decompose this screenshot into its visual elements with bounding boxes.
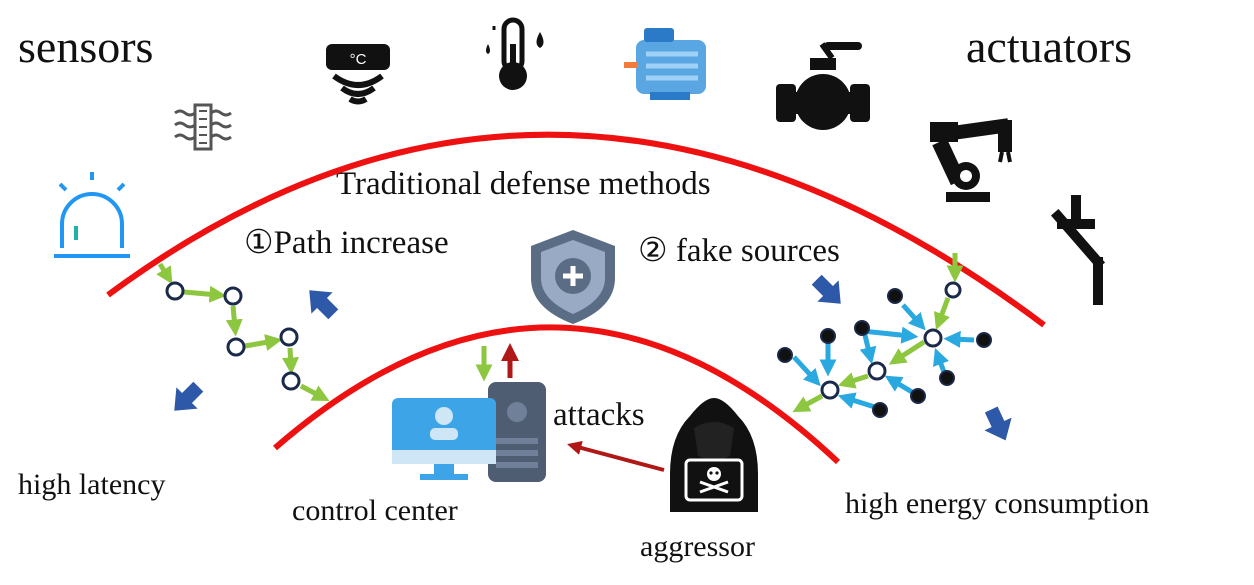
temperature-sensor-icon: °C bbox=[326, 44, 390, 105]
attack-arrow bbox=[567, 440, 665, 472]
switch-icon bbox=[1050, 195, 1106, 305]
shield-icon bbox=[531, 230, 615, 324]
computer-icon bbox=[392, 382, 546, 482]
fake-source-blue-arrows bbox=[792, 303, 975, 411]
robot-arm-icon bbox=[930, 118, 1012, 202]
sensors-label: sensors bbox=[18, 21, 153, 72]
path-increase-route bbox=[156, 262, 330, 401]
down-arrows bbox=[174, 274, 1012, 441]
control-center-label: control center bbox=[292, 494, 458, 527]
relay-nodes bbox=[820, 281, 962, 400]
traditional-defense-label: Traditional defense methods bbox=[336, 166, 711, 202]
path-nodes bbox=[165, 281, 301, 391]
fake-source-nodes bbox=[777, 288, 992, 418]
svg-text:°C: °C bbox=[350, 51, 367, 68]
path-increase-arrow bbox=[309, 290, 339, 320]
fake-sources-label: ② fake sources bbox=[638, 233, 840, 269]
motor-icon bbox=[624, 28, 706, 100]
outer-defense-arc bbox=[106, 131, 1046, 328]
attacks-label: attacks bbox=[553, 397, 645, 433]
alarm-light-icon bbox=[54, 172, 130, 258]
heater-icon bbox=[174, 103, 232, 151]
aggressor-label: aggressor bbox=[640, 530, 755, 563]
thermometer-icon bbox=[486, 17, 544, 90]
path-increase-label: ①Path increase bbox=[244, 225, 449, 261]
actuators-label: actuators bbox=[966, 21, 1132, 72]
inner-defense-arc bbox=[273, 324, 841, 465]
valve-icon bbox=[776, 42, 870, 130]
high-energy-label: high energy consumption bbox=[845, 487, 1149, 520]
high-energy-arrow bbox=[984, 406, 1012, 441]
high-latency-arrow bbox=[174, 381, 204, 411]
hacker-icon bbox=[670, 398, 758, 512]
fake-sources-arrow bbox=[811, 274, 841, 304]
fake-source-green-route bbox=[792, 253, 964, 413]
high-latency-label: high latency bbox=[18, 468, 165, 501]
